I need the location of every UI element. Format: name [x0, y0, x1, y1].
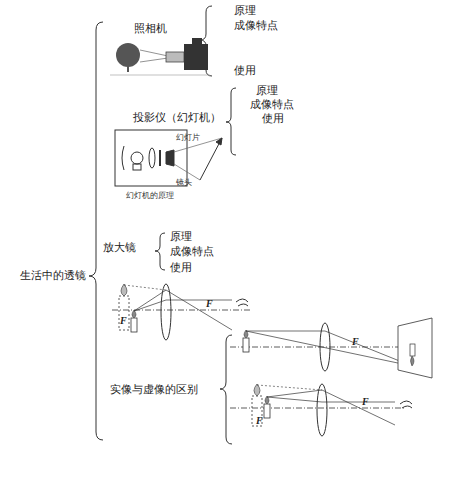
- device-heading: 放大镜: [103, 241, 136, 254]
- aspect-item: 原理: [256, 84, 278, 97]
- light-ray: [246, 331, 325, 332]
- light-ray: [322, 390, 395, 425]
- camera-body: [184, 44, 208, 70]
- eye-symbol: [236, 299, 248, 306]
- root-topic: 生活中的透镜: [20, 269, 86, 282]
- aspect-item: 成像特点: [170, 245, 214, 258]
- real-image-candle: [410, 344, 415, 356]
- virtual-image-flame: [254, 384, 260, 396]
- section-heading: 实像与虚像的区别: [110, 383, 198, 396]
- aspect-item: 使用: [234, 64, 256, 77]
- device-heading: 照相机: [134, 22, 167, 35]
- lamp: [131, 152, 143, 164]
- root-brace: [89, 22, 103, 440]
- virtual-image-candle: [119, 296, 129, 330]
- light-ray: [140, 50, 168, 56]
- camera-top: [192, 38, 202, 44]
- image-arrow: [200, 138, 222, 180]
- focus-label: F: [120, 314, 127, 327]
- aspect-item: 成像特点: [250, 98, 294, 111]
- magnifier-diagram: [112, 284, 250, 340]
- eye-symbol: [400, 401, 412, 408]
- slide: [159, 150, 161, 166]
- light-ray: [134, 290, 166, 311]
- real-image-diagram: [230, 318, 432, 378]
- camera-illustration: [110, 38, 210, 75]
- caption-rule: [110, 75, 210, 76]
- light-ray: [174, 164, 200, 180]
- light-ray: [140, 58, 168, 62]
- aspect-item: 原理: [234, 4, 256, 17]
- aspect-item: 使用: [170, 261, 192, 274]
- image-brace: [220, 335, 232, 444]
- focus-label: F: [206, 297, 213, 310]
- light-ray: [134, 300, 166, 311]
- camera-lens: [166, 52, 184, 62]
- focus-label: F: [256, 414, 263, 427]
- projector-brace: [226, 88, 236, 155]
- light-ray: [246, 331, 412, 366]
- figure-caption: 幻灯机的原理: [126, 191, 174, 200]
- light-ray: [166, 300, 232, 301]
- aspect-item: 原理: [170, 230, 192, 243]
- candle-flame: [132, 310, 136, 318]
- focus-label: F: [352, 335, 359, 348]
- principal-axis: [112, 310, 250, 311]
- aspect-item: 成像特点: [234, 19, 278, 32]
- projector-illustration: [115, 130, 222, 186]
- virtual-ray: [124, 285, 166, 290]
- candle: [243, 338, 249, 352]
- tree-trunk: [127, 62, 129, 72]
- virtual-image-candle: [252, 396, 262, 426]
- real-image-flame: [411, 356, 415, 366]
- aspect-item: 使用: [262, 112, 284, 125]
- candle: [264, 404, 270, 418]
- reflector: [122, 146, 124, 170]
- projector-lens: [166, 150, 174, 166]
- light-ray: [322, 402, 395, 403]
- light-ray: [267, 390, 322, 397]
- part-label: 镜头: [176, 178, 192, 187]
- candle: [131, 318, 137, 332]
- focus-label: F: [362, 395, 369, 408]
- virtual-image-flame: [121, 284, 127, 296]
- virtual-image-diagram: [230, 384, 412, 436]
- device-heading: 投影仪（幻灯机）: [133, 111, 221, 124]
- screen: [398, 318, 432, 378]
- magnifier-brace: [155, 233, 165, 270]
- light-ray: [267, 397, 322, 402]
- condenser-lens: [149, 148, 155, 168]
- lamp-base: [133, 164, 141, 170]
- principal-axis: [230, 347, 405, 348]
- virtual-ray: [257, 385, 322, 390]
- part-label: 幻灯片: [176, 133, 200, 142]
- light-ray: [166, 290, 232, 330]
- image-arrowhead: [216, 138, 222, 145]
